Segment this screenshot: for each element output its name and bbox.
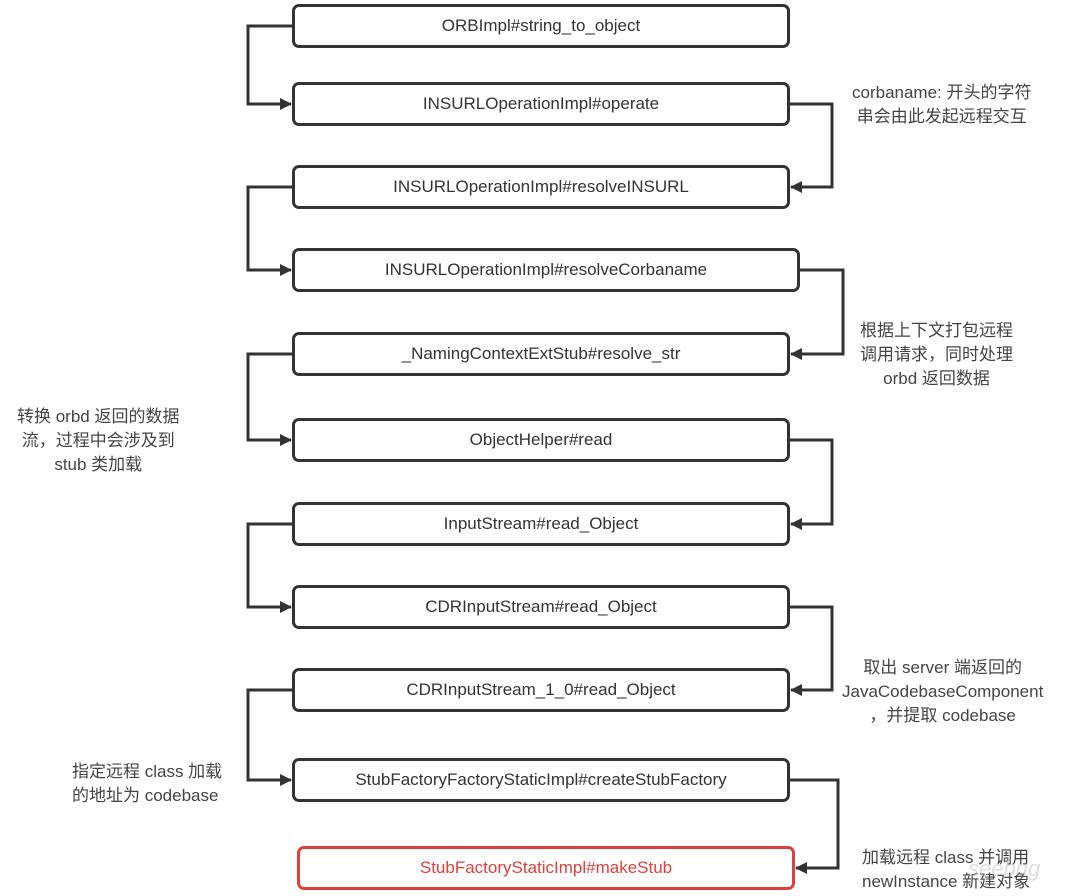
note-line: corbaname: 开头的字符 — [852, 83, 1032, 102]
node-make-stub: StubFactoryStaticImpl#makeStub — [297, 846, 795, 890]
note-line: 加载远程 class 并调用 — [862, 848, 1030, 867]
node-create-stub-factory: StubFactoryFactoryStaticImpl#createStubF… — [292, 758, 790, 802]
connector-n3-to-n4 — [246, 185, 292, 276]
note-line: ，并提取 codebase — [869, 706, 1016, 725]
node-orbimpl-string-to-object: ORBImpl#string_to_object — [292, 4, 790, 48]
node-cdrinputstream-1-0-read-object: CDRInputStream_1_0#read_Object — [292, 668, 790, 712]
node-inputstream-read-object: InputStream#read_Object — [292, 502, 790, 546]
connector-n9-to-n10 — [246, 688, 292, 786]
note-convert-stream: 转换 orbd 返回的数据 流，过程中会涉及到 stub 类加载 — [17, 405, 179, 477]
node-label: CDRInputStream_1_0#read_Object — [406, 680, 676, 699]
node-label: INSURLOperationImpl#resolveINSURL — [393, 177, 689, 196]
node-insurl-operate: INSURLOperationImpl#operate — [292, 82, 790, 126]
connector-n10-to-n11 — [790, 778, 840, 874]
connector-n2-to-n3 — [790, 102, 834, 193]
node-label: CDRInputStream#read_Object — [425, 597, 657, 616]
note-set-codebase: 指定远程 class 加载 的地址为 codebase — [72, 760, 222, 808]
node-naming-context-resolve-str: _NamingContextExtStub#resolve_str — [292, 332, 790, 376]
note-line: newInstance 新建对象 — [862, 872, 1031, 891]
node-label: ObjectHelper#read — [469, 430, 613, 449]
note-line: 流，过程中会涉及到 — [21, 431, 175, 450]
node-label: StubFactoryFactoryStaticImpl#createStubF… — [355, 770, 727, 789]
node-object-helper-read: ObjectHelper#read — [292, 418, 790, 462]
connector-n6-to-n7 — [790, 438, 834, 530]
note-line: orbd 返回数据 — [883, 369, 990, 388]
connector-n5-to-n6 — [246, 352, 292, 446]
node-label: INSURLOperationImpl#resolveCorbaname — [384, 260, 708, 279]
connector-n1-to-n2 — [246, 24, 292, 110]
note-pack-request: 根据上下文打包远程 调用请求，同时处理 orbd 返回数据 — [860, 319, 1013, 391]
connector-n8-to-n9 — [790, 605, 834, 696]
node-label: ORBImpl#string_to_object — [441, 16, 641, 35]
node-label: _NamingContextExtStub#resolve_str — [401, 344, 681, 363]
note-line: 取出 server 端返回的 — [863, 658, 1022, 677]
note-load-class: 加载远程 class 并调用 newInstance 新建对象 — [862, 846, 1030, 894]
note-extract-codebase: 取出 server 端返回的 JavaCodebaseComponent ，并提… — [842, 656, 1043, 728]
watermark: seebug — [968, 856, 1041, 881]
note-corbaname: corbaname: 开头的字符 串会由此发起远程交互 — [852, 81, 1032, 129]
note-line: 指定远程 class 加载 — [72, 762, 223, 781]
note-line: 调用请求，同时处理 — [860, 345, 1013, 364]
node-label: INSURLOperationImpl#operate — [422, 94, 660, 113]
note-line: 根据上下文打包远程 — [860, 321, 1013, 340]
node-insurl-resolve-insurl: INSURLOperationImpl#resolveINSURL — [292, 165, 790, 209]
note-line: 的地址为 codebase — [72, 786, 219, 805]
connector-n4-to-n5 — [790, 268, 845, 360]
node-label: StubFactoryStaticImpl#makeStub — [419, 858, 673, 877]
note-line: JavaCodebaseComponent — [842, 682, 1044, 701]
node-cdrinputstream-read-object: CDRInputStream#read_Object — [292, 585, 790, 629]
note-line: 串会由此发起远程交互 — [856, 107, 1027, 126]
note-line: stub 类加载 — [54, 455, 143, 474]
node-insurl-resolve-corbaname: INSURLOperationImpl#resolveCorbaname — [292, 248, 800, 292]
node-label: InputStream#read_Object — [443, 514, 639, 533]
note-line: 转换 orbd 返回的数据 — [17, 407, 180, 426]
connector-n7-to-n8 — [246, 522, 292, 613]
